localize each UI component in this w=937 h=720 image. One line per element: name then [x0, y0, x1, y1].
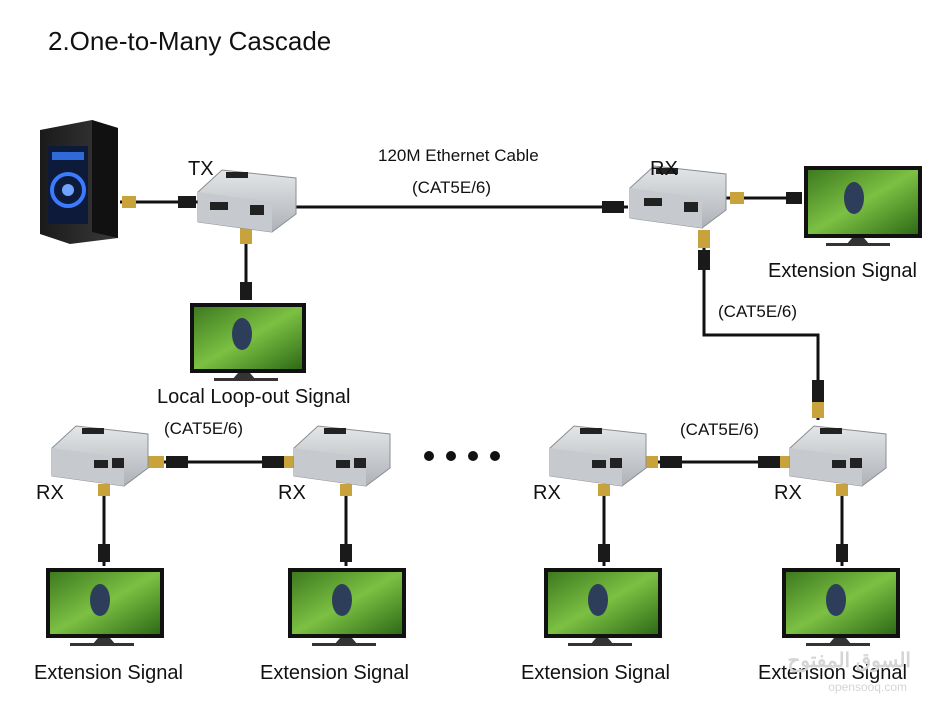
monitor-rx-3 — [544, 568, 662, 646]
dot — [446, 451, 456, 461]
monitor-local — [190, 303, 306, 381]
connector — [122, 196, 136, 208]
connector — [730, 192, 744, 204]
watermark-arabic: السوق المفتوح — [787, 650, 911, 672]
connector — [240, 228, 252, 244]
connector — [166, 456, 188, 468]
connector — [178, 196, 196, 208]
label-cat-right: (CAT5E/6) — [718, 302, 798, 321]
label-extension-4: Extension Signal — [758, 662, 907, 684]
monitor-rx-2 — [288, 568, 406, 646]
connector — [598, 484, 610, 496]
device-rx-1 — [51, 425, 149, 487]
device-rx-2 — [293, 425, 391, 487]
label-extension-3: Extension Signal — [521, 662, 670, 684]
connector — [812, 380, 824, 402]
pc-tower-icon — [40, 120, 118, 244]
label-rx-2: RX — [278, 482, 306, 504]
connector — [660, 456, 682, 468]
ellipsis-dots — [424, 451, 500, 461]
connector — [148, 456, 164, 468]
label-extension-2: Extension Signal — [260, 662, 409, 684]
connectors — [98, 192, 848, 562]
connector — [836, 544, 848, 562]
cables — [102, 196, 844, 566]
connector — [698, 250, 710, 270]
label-cable-main: 120M Ethernet Cable — [378, 146, 539, 165]
dot — [490, 451, 500, 461]
label-extension-top: Extension Signal — [768, 260, 917, 282]
connector — [98, 544, 110, 562]
watermark-latin: opensooq.com — [828, 680, 907, 694]
label-cat-left: (CAT5E/6) — [164, 419, 244, 438]
connector — [598, 544, 610, 562]
label-tx: TX — [188, 158, 214, 180]
connector — [836, 484, 848, 496]
connector — [340, 544, 352, 562]
connector — [240, 282, 252, 300]
device-tx — [197, 169, 297, 233]
label-cat-lower-right: (CAT5E/6) — [680, 420, 760, 439]
label-rx-4: RX — [774, 482, 802, 504]
monitor-rx-4 — [782, 568, 900, 646]
connector — [602, 201, 624, 213]
connector — [812, 402, 824, 418]
label-rx-3: RX — [533, 482, 561, 504]
device-rx-3 — [549, 425, 647, 487]
label-rx-top: RX — [650, 158, 678, 180]
connector — [98, 484, 110, 496]
diagram-title: 2.One-to-Many Cascade — [48, 26, 332, 56]
dot — [424, 451, 434, 461]
label-cat-main: (CAT5E/6) — [412, 178, 492, 197]
label-local-loop: Local Loop-out Signal — [157, 386, 351, 408]
device-rx-top — [629, 165, 727, 229]
connector — [786, 192, 802, 204]
label-rx-1: RX — [36, 482, 64, 504]
connector — [698, 230, 710, 248]
monitor-rx-top — [804, 166, 922, 246]
dot — [468, 451, 478, 461]
cable-rx-down-rx — [702, 230, 820, 420]
device-rx-4 — [789, 425, 887, 487]
connector — [758, 456, 780, 468]
label-extension-1: Extension Signal — [34, 662, 183, 684]
connector — [340, 484, 352, 496]
connector — [262, 456, 284, 468]
monitor-rx-1 — [46, 568, 164, 646]
